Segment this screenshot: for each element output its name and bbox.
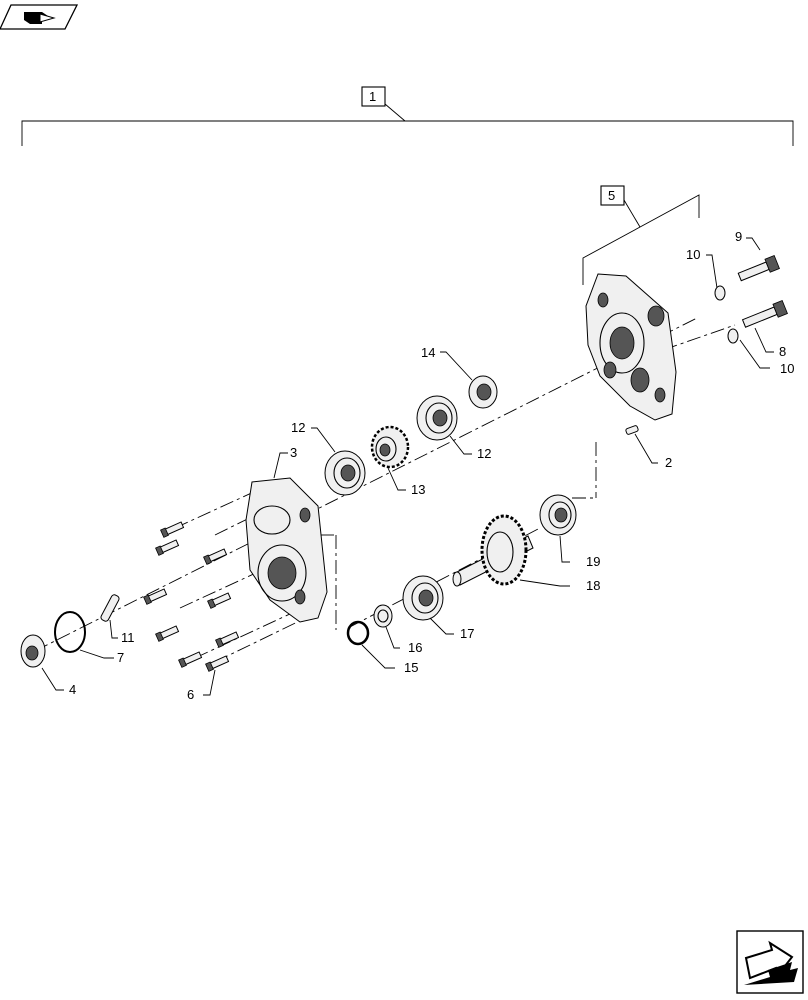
- callout-8: 8: [779, 344, 786, 359]
- callout-14: 14: [421, 345, 435, 360]
- front-cover: [245, 477, 328, 623]
- drain-plug: [20, 634, 46, 668]
- callout-3: 3: [290, 445, 297, 460]
- bolt-8: [741, 299, 788, 328]
- pinion-gear: [370, 425, 410, 469]
- callout-12-right: 12: [477, 446, 491, 461]
- book-arrow-icon[interactable]: [0, 4, 79, 30]
- callout-18: 18: [586, 578, 600, 593]
- bearing-19: [539, 494, 577, 536]
- rear-housing: [585, 273, 677, 421]
- assembly-bracket-5: [582, 185, 700, 285]
- callout-5: 5: [608, 188, 615, 203]
- callout-19: 19: [586, 554, 600, 569]
- leader-lines: [41, 237, 774, 696]
- bolt-9: [737, 254, 780, 282]
- callout-2: 2: [665, 455, 672, 470]
- spacer-washer: [373, 604, 393, 628]
- callout-13: 13: [411, 482, 425, 497]
- callout-7: 7: [117, 650, 124, 665]
- callout-17: 17: [460, 626, 474, 641]
- o-ring: [54, 611, 86, 653]
- dowel-pin: [100, 594, 120, 622]
- assembly-bracket-1: [21, 86, 794, 146]
- next-page-arrow-icon[interactable]: [736, 930, 804, 994]
- callout-10-bottom: 10: [780, 361, 794, 376]
- bearing-12-left: [324, 450, 366, 496]
- callout-11: 11: [121, 630, 135, 645]
- bearing-12-right: [416, 395, 458, 441]
- callout-1: 1: [369, 89, 376, 104]
- washer-10-bottom: [727, 328, 739, 344]
- callout-12-left: 12: [291, 420, 305, 435]
- bearing-17: [402, 575, 444, 621]
- washer-10-top: [714, 285, 726, 301]
- bearing-14: [468, 375, 498, 409]
- callout-9: 9: [735, 229, 742, 244]
- callout-4: 4: [69, 682, 76, 697]
- cover-bolts: [143, 521, 240, 672]
- callout-6: 6: [187, 687, 194, 702]
- locating-pin: [625, 425, 639, 435]
- snap-ring: [346, 620, 370, 646]
- callout-16: 16: [408, 640, 422, 655]
- callout-15: 15: [404, 660, 418, 675]
- output-shaft-gear: [452, 514, 534, 587]
- callout-10-top: 10: [686, 247, 700, 262]
